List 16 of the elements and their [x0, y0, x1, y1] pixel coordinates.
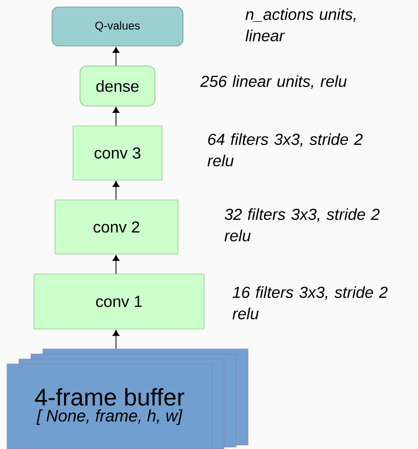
- layer-box: conv 2: [54, 200, 178, 254]
- layer-box: conv 1: [34, 274, 204, 330]
- arrow: [112, 180, 120, 200]
- arrow: [112, 330, 120, 350]
- layer-note: 32 filters 3x3, stride 2 relu: [224, 208, 380, 242]
- arrow: [112, 106, 120, 126]
- layer-note: n_actions units, linear: [246, 8, 356, 42]
- output-box: Q-values: [52, 6, 184, 46]
- arrow: [112, 46, 120, 66]
- arrow: [112, 254, 120, 274]
- layer-note: 16 filters 3x3, stride 2 relu: [232, 286, 388, 320]
- layer-note: 64 filters 3x3, stride 2 relu: [208, 133, 363, 166]
- layer-box: conv 3: [72, 126, 162, 180]
- layer-box: dense: [80, 66, 156, 106]
- layer-note: 256 linear units, relu: [200, 75, 347, 89]
- input-box: 4-frame buffer [ None, frame, h, w]: [6, 364, 212, 449]
